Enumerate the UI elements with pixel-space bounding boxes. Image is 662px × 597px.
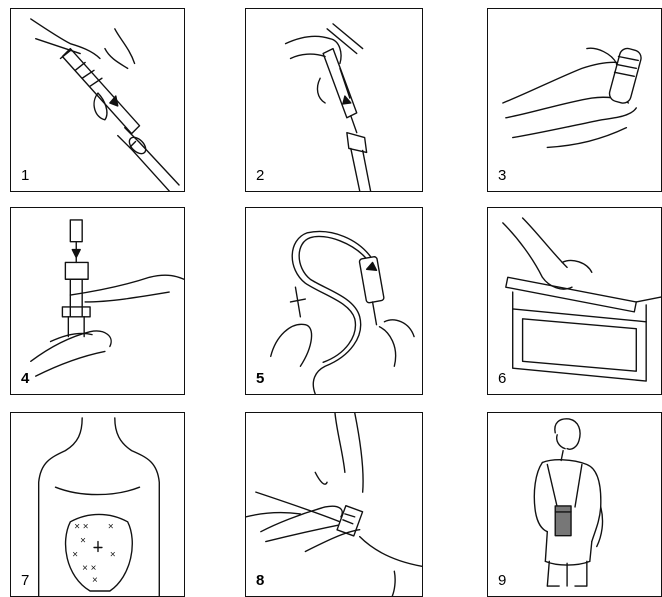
step-number: 2 bbox=[256, 168, 264, 183]
syringe-needle-illustration bbox=[246, 9, 422, 191]
step-panel-9: 9 bbox=[487, 412, 662, 597]
svg-text:× ×: × × bbox=[74, 522, 89, 533]
needle-insertion-illustration bbox=[246, 413, 422, 596]
step-panel-5: 5 bbox=[245, 207, 423, 395]
step-number: 8 bbox=[256, 573, 264, 588]
pump-loading-illustration bbox=[488, 208, 661, 394]
step-panel-6: 6 bbox=[487, 207, 662, 395]
step-number: 6 bbox=[498, 371, 506, 386]
step-number: 7 bbox=[21, 573, 29, 588]
step-panel-7: × × × × × × × × × 7 bbox=[10, 412, 185, 597]
step-panel-8: 8 bbox=[245, 412, 423, 597]
step-number: 5 bbox=[256, 371, 264, 386]
tubing-priming-illustration bbox=[246, 208, 422, 394]
step-panel-2: 2 bbox=[245, 8, 423, 192]
svg-text:× ×: × × bbox=[82, 563, 97, 574]
step-number: 9 bbox=[498, 573, 506, 588]
svg-text:×: × bbox=[108, 522, 114, 533]
abdomen-sites-illustration: × × × × × × × × × bbox=[11, 413, 184, 596]
svg-text:×: × bbox=[110, 549, 116, 560]
svg-text:×: × bbox=[72, 549, 78, 560]
step-number: 3 bbox=[498, 168, 506, 183]
step-panel-1: 1 bbox=[10, 8, 185, 192]
step-number: 1 bbox=[21, 168, 29, 183]
svg-text:×: × bbox=[92, 575, 98, 586]
syringe-mixing-illustration bbox=[11, 208, 184, 394]
step-number: 4 bbox=[21, 371, 29, 386]
wearing-pump-illustration bbox=[488, 413, 661, 596]
step-panel-4: 4 bbox=[10, 207, 185, 395]
syringe-vial-illustration bbox=[11, 9, 184, 191]
svg-text:×: × bbox=[80, 536, 86, 547]
rolling-vial-illustration bbox=[488, 9, 661, 191]
step-panel-3: 3 bbox=[487, 8, 662, 192]
